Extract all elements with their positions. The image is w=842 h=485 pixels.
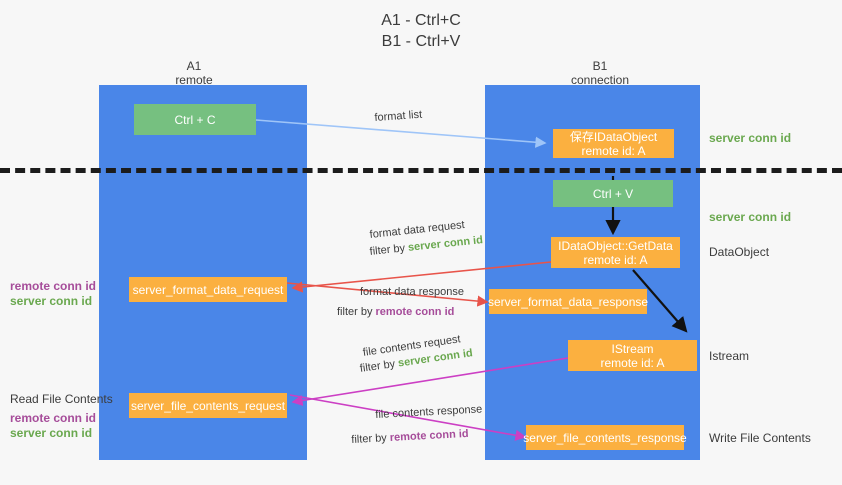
edge-filter-file-contents-request-prefix: filter by <box>359 357 399 375</box>
node-save-idataobject-label: 保存IDataObject remote id: A <box>569 129 658 158</box>
node-istream[interactable]: IStream remote id: A <box>568 340 697 371</box>
edge-label-file-contents-response: file contents response <box>375 402 483 422</box>
edge-filter-format-data-response: filter by remote conn id <box>337 305 454 319</box>
column-header-b1-role: connection <box>570 73 630 87</box>
left-label-server-conn-id-mid: server conn id <box>10 294 93 308</box>
node-getdata[interactable]: IDataObject::GetData remote id: A <box>551 237 680 268</box>
left-label-remote-conn-id-bottom: remote conn id <box>10 411 97 425</box>
diagram-title: A1 - Ctrl+C B1 - Ctrl+V <box>0 10 842 52</box>
title-line-1: A1 - Ctrl+C <box>381 12 461 29</box>
edge-filter-file-contents-response-target: remote conn id <box>389 427 469 444</box>
edge-filter-format-data-response-prefix: filter by <box>337 306 376 318</box>
node-server-file-contents-response-label: server_file_contents_response <box>523 430 687 445</box>
left-label-read-file-contents: Read File Contents <box>10 392 113 406</box>
edge-filter-file-contents-response: filter by remote conn id <box>351 427 469 447</box>
node-ctrl-v[interactable]: Ctrl + V <box>553 180 673 207</box>
title-line-2: B1 - Ctrl+V <box>381 33 461 50</box>
node-ctrl-c[interactable]: Ctrl + C <box>134 104 256 135</box>
node-istream-label: IStream remote id: A <box>600 341 665 370</box>
edge-filter-format-data-request-prefix: filter by <box>369 241 409 258</box>
edge-label-format-data-response: format data response <box>360 285 464 299</box>
right-label-istream: Istream <box>709 349 750 363</box>
column-header-b1-name: B1 <box>592 59 608 73</box>
node-save-idataobject[interactable]: 保存IDataObject remote id: A <box>553 129 674 158</box>
node-server-format-data-response-label: server_format_data_response <box>487 294 649 309</box>
column-header-b1: B1 connection <box>540 59 660 87</box>
right-label-dataobject: DataObject <box>709 245 770 259</box>
edge-label-file-contents-response-caption: file contents response <box>375 403 483 421</box>
node-getdata-label: IDataObject::GetData remote id: A <box>558 238 673 267</box>
right-label-server-conn-id-mid: server conn id <box>709 210 792 224</box>
right-label-server-conn-id-top: server conn id <box>709 131 792 145</box>
edge-label-format-list: format list <box>374 108 423 125</box>
edge-filter-format-data-request-target: server conn id <box>407 234 484 254</box>
node-ctrl-c-label: Ctrl + C <box>174 112 216 127</box>
node-ctrl-v-label: Ctrl + V <box>592 186 634 201</box>
phase-divider <box>0 168 842 173</box>
node-server-format-data-request-label: server_format_data_request <box>132 282 284 297</box>
edge-filter-file-contents-response-prefix: filter by <box>351 431 391 446</box>
left-label-server-conn-id-bottom: server conn id <box>10 426 93 440</box>
edge-label-format-list-caption: format list <box>374 108 423 124</box>
column-header-a1-role: remote <box>175 73 213 87</box>
edge-filter-format-data-response-target: remote conn id <box>375 306 455 318</box>
column-header-a1: A1 remote <box>134 59 254 87</box>
node-server-file-contents-request[interactable]: server_file_contents_request <box>129 393 287 418</box>
node-server-format-data-request[interactable]: server_format_data_request <box>129 277 287 302</box>
edge-label-format-data-response-caption: format data response <box>360 286 464 298</box>
node-server-format-data-response[interactable]: server_format_data_response <box>487 289 649 314</box>
left-label-remote-conn-id-mid: remote conn id <box>10 279 97 293</box>
column-header-a1-name: A1 <box>186 59 202 73</box>
right-label-write-file-contents: Write File Contents <box>709 431 811 445</box>
node-server-file-contents-request-label: server_file_contents_request <box>130 398 286 413</box>
node-server-file-contents-response[interactable]: server_file_contents_response <box>523 425 687 450</box>
